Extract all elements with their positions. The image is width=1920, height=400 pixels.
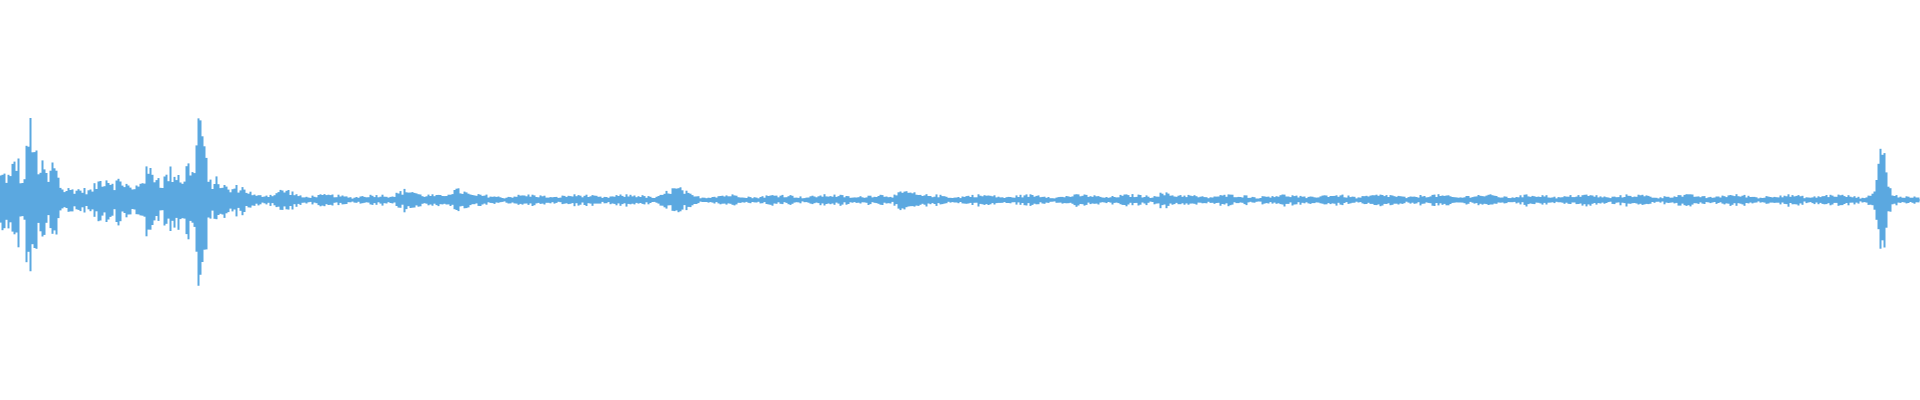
waveform-samples <box>0 118 1920 286</box>
